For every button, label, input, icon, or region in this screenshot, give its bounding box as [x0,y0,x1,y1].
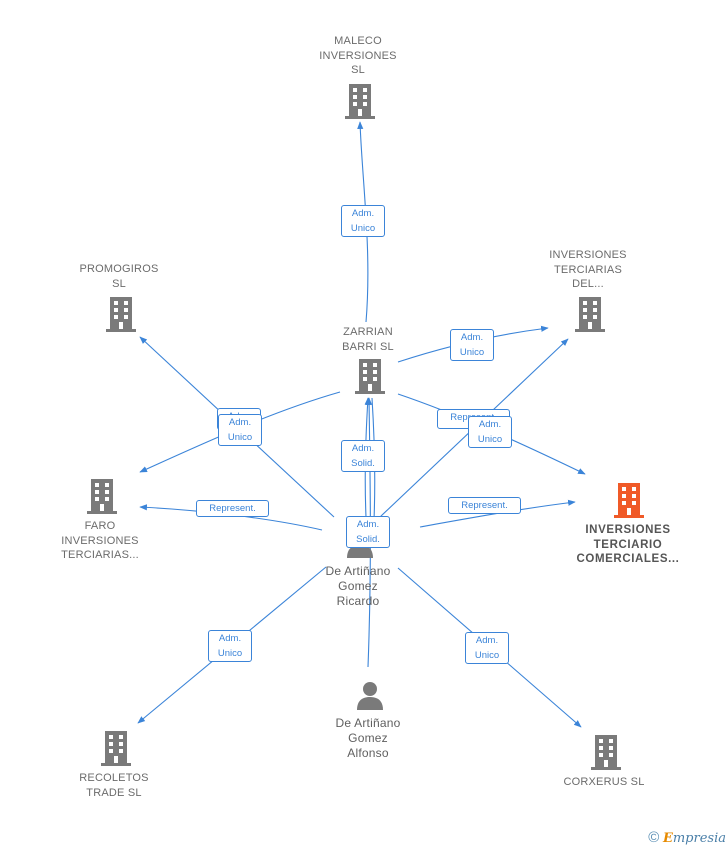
edge-label-ricardo-recoletos: Adm. Unico [208,630,252,662]
node-label-zarrian[interactable]: ZARRIAN BARRI SL [342,326,394,353]
building-icon-inversiones-terciarias-del[interactable] [574,297,606,333]
node-label-alfonso[interactable]: De Artiñano Gomez Alfonso [335,716,401,760]
building-icon-promogiros[interactable] [105,297,137,333]
edge-label-ricardo-faro: Represent. [196,500,269,517]
building-icon-inversiones-terciario-comerciales[interactable] [613,483,645,519]
node-label-ricardo[interactable]: De Artiñano Gomez Ricardo [325,564,391,608]
edge-label-zarrian-invdel: Adm. Unico [450,329,494,361]
building-icon-maleco[interactable] [344,84,376,120]
node-label-faro[interactable]: FARO INVERSIONES TERCIARIAS... [61,520,139,561]
node-label-promogiros[interactable]: PROMOGIROS SL [79,263,159,290]
edge-label-ricardo-promogiros: Adm. Unico [218,414,262,446]
edge-label-ricardo-corxerus: Adm. Unico [465,632,509,664]
empresia-footer[interactable]: © Empresia [648,829,726,846]
edge-label-ricardo-zarrian: Adm. Solid. [346,516,390,548]
node-label-corxerus[interactable]: CORXERUS SL [563,776,645,788]
node-label-inversiones-terciarias-del[interactable]: INVERSIONES TERCIARIAS DEL... [549,249,627,290]
building-icon-recoletos[interactable] [100,731,132,767]
person-icon-alfonso[interactable] [355,680,385,710]
edge-label-alfonso-zarrian: Adm. Solid. [341,440,385,472]
edge-label-ricardo-invdel: Adm. Unico [468,416,512,448]
empresia-logo: Empresia [662,831,726,846]
edge-label-ricardo-main: Represent. [448,497,521,514]
building-icon-zarrian[interactable] [354,359,386,395]
node-label-maleco[interactable]: MALECO INVERSIONES SL [319,35,397,76]
building-icon-faro[interactable] [86,479,118,515]
edge-label-zarrian-maleco: Adm. Unico [341,205,385,237]
node-label-inversiones-terciario-comerciales[interactable]: INVERSIONES TERCIARIO COMERCIALES... [576,524,680,565]
copyright-icon: © [648,829,660,846]
node-label-recoletos[interactable]: RECOLETOS TRADE SL [79,772,149,799]
building-icon-corxerus[interactable] [590,735,622,771]
